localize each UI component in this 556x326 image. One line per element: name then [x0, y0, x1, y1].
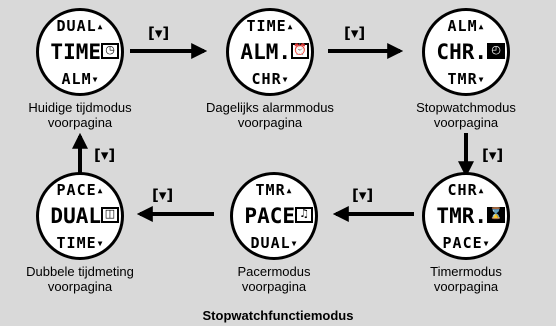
caption-chr: Stopwatchmodus voorpagina: [416, 100, 516, 130]
current-mode-label: CHR.: [436, 40, 487, 64]
current-mode-label: ALM.: [240, 40, 291, 64]
top-mode-label: DUAL▲: [56, 17, 104, 35]
watch-face-alm: TIME▲ ALM. ⏰ CHR▼: [226, 8, 314, 96]
top-mode-label: ALM▲: [447, 17, 485, 35]
current-mode-label: TIME: [50, 40, 101, 64]
triangle-down-icon: ▼: [282, 75, 289, 84]
watch-face-dual: PACE▲ DUAL ◫ TIME▼: [36, 172, 124, 260]
caption-dual: Dubbele tijdmeting voorpagina: [26, 264, 134, 294]
triangle-up-icon: ▲: [478, 186, 485, 195]
triangle-down-icon: ▼: [478, 75, 485, 84]
bottom-mode-label: ALM▼: [61, 70, 99, 88]
caption-alm: Dagelijks alarmmodus voorpagina: [206, 100, 334, 130]
bottom-mode-label: DUAL▼: [250, 234, 298, 252]
caption-tmr: Timermodus voorpagina: [430, 264, 502, 294]
pacer-icon: ♫: [295, 207, 313, 223]
watch-face-chr: ALM▲ CHR. ◴ TMR▼: [422, 8, 510, 96]
diagram-title: Stopwatchfunctiemodus: [202, 308, 354, 323]
bottom-mode-label: TIME▼: [56, 234, 104, 252]
button-label-dual-to-time: [▾]: [94, 146, 116, 164]
bottom-mode-label: CHR▼: [251, 70, 289, 88]
current-mode-label: TMR.: [436, 204, 487, 228]
button-label-pace-to-dual: [▾]: [152, 186, 174, 204]
triangle-up-icon: ▲: [97, 186, 104, 195]
triangle-down-icon: ▼: [483, 239, 490, 248]
triangle-up-icon: ▲: [97, 22, 104, 31]
button-label-chr-to-tmr: [▾]: [482, 146, 504, 164]
alarm-clock-icon: ⏰: [291, 43, 309, 59]
triangle-down-icon: ▼: [92, 75, 99, 84]
bottom-mode-label: PACE▼: [442, 234, 490, 252]
top-mode-label: CHR▲: [447, 181, 485, 199]
caption-time: Huidige tijdmodus voorpagina: [28, 100, 132, 130]
current-mode-label: DUAL: [50, 204, 101, 228]
watch-face-time: DUAL▲ TIME ◷ ALM▼: [36, 8, 124, 96]
button-label-tmr-to-pace: [▾]: [352, 186, 374, 204]
timer-icon: ⌛: [487, 207, 505, 223]
top-mode-label: TMR▲: [255, 181, 293, 199]
current-mode-label: PACE: [244, 204, 295, 228]
triangle-down-icon: ▼: [97, 239, 104, 248]
top-mode-label: TIME▲: [246, 17, 294, 35]
watch-face-tmr: CHR▲ TMR. ⌛ PACE▼: [422, 172, 510, 260]
watch-face-pace: TMR▲ PACE ♫ DUAL▼: [230, 172, 318, 260]
triangle-up-icon: ▲: [287, 22, 294, 31]
stopwatch-icon: ◴: [487, 43, 505, 59]
button-label-alm-to-chr: [▾]: [344, 24, 366, 42]
triangle-down-icon: ▼: [291, 239, 298, 248]
button-label-time-to-alm: [▾]: [148, 24, 170, 42]
top-mode-label: PACE▲: [56, 181, 104, 199]
triangle-up-icon: ▲: [478, 22, 485, 31]
dual-time-icon: ◫: [101, 207, 119, 223]
bottom-mode-label: TMR▼: [447, 70, 485, 88]
caption-pace: Pacermodus voorpagina: [237, 264, 311, 294]
triangle-up-icon: ▲: [286, 186, 293, 195]
clock-icon: ◷: [101, 43, 119, 59]
